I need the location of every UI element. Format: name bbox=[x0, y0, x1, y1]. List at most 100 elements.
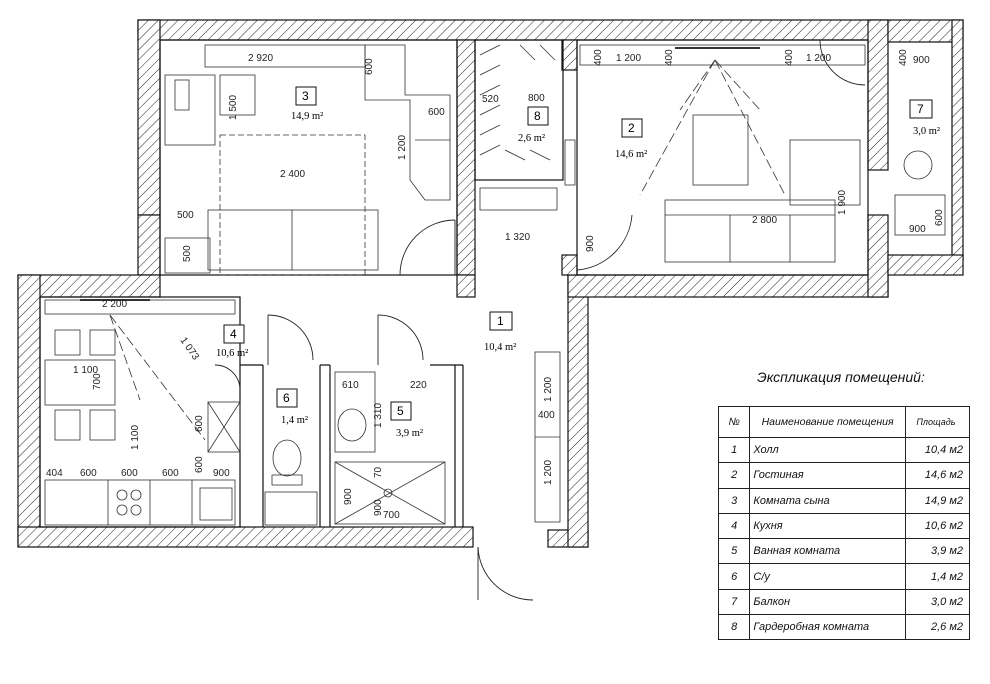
dim-label: 400 bbox=[784, 49, 795, 66]
dim-label: 1 200 bbox=[616, 53, 641, 64]
dim-label: 900 bbox=[213, 468, 230, 479]
row-name: Гостиная bbox=[749, 462, 906, 489]
dim-label: 520 bbox=[482, 94, 499, 105]
row-area: 1,4 м2 bbox=[904, 563, 971, 590]
dim-label: 900 bbox=[585, 235, 596, 252]
row-area: 14,6 м2 bbox=[904, 462, 971, 489]
dim-label: 1 200 bbox=[543, 460, 554, 485]
table-row: 7 Балкон 3,0 м2 bbox=[717, 588, 971, 616]
dim-label: 600 bbox=[194, 456, 205, 473]
row-area: 10,6 м2 bbox=[904, 512, 971, 540]
table-row: 5 Ванная комната 3,9 м2 bbox=[717, 538, 971, 565]
row-name: Балкон bbox=[749, 588, 906, 616]
dim-label: 900 bbox=[373, 499, 384, 516]
table-row: 1 Холл 10,4 м2 bbox=[717, 436, 971, 464]
table-row: 8 Гардеробная комната 2,6 м2 bbox=[717, 614, 971, 641]
dim-label: 600 bbox=[121, 468, 138, 479]
dim-label: 1 200 bbox=[543, 377, 554, 402]
room-number: 3 bbox=[302, 89, 309, 103]
dim-label: 1 073 bbox=[178, 335, 202, 362]
row-name: С/у bbox=[749, 563, 906, 590]
header-no: № bbox=[717, 406, 751, 438]
row-no: 1 bbox=[717, 436, 751, 464]
dim-label: 1 310 bbox=[373, 403, 384, 428]
dim-label: 600 bbox=[194, 415, 205, 432]
row-no: 4 bbox=[717, 512, 751, 540]
row-no: 5 bbox=[717, 538, 751, 565]
dim-label: 1 500 bbox=[228, 95, 239, 120]
dimension-labels: 2 920 600 1 500 600 1 200 2 400 500 500 … bbox=[46, 49, 945, 521]
table-header-row: № Наименование помещения Площадь bbox=[717, 406, 971, 438]
row-name: Гардеробная комната bbox=[749, 614, 906, 641]
row-name: Комната сына bbox=[749, 487, 906, 514]
dim-label: 2 400 bbox=[280, 169, 305, 180]
legend-title: Экспликация помещений: bbox=[757, 369, 925, 385]
dim-label: 500 bbox=[182, 245, 193, 262]
room-area: 1,4 m² bbox=[281, 415, 308, 426]
dim-label: 1 100 bbox=[73, 365, 98, 376]
room-labels: 1 10,4 m² 2 14,6 m² 3 14,9 m² 4 10,6 m² … bbox=[216, 86, 940, 439]
dim-label: 400 bbox=[664, 49, 675, 66]
room-schedule: № Наименование помещения Площадь 1 Холл … bbox=[717, 406, 971, 641]
furniture bbox=[44, 44, 946, 526]
dim-label: 1 200 bbox=[397, 135, 408, 160]
partitions bbox=[39, 39, 869, 528]
dim-label: 404 bbox=[46, 468, 63, 479]
table-row: 3 Комната сына 14,9 м2 bbox=[717, 487, 971, 514]
header-area: Площадь bbox=[904, 406, 971, 438]
dim-label: 70 bbox=[373, 466, 384, 478]
dim-label: 1 200 bbox=[806, 53, 831, 64]
room-number: 8 bbox=[534, 109, 541, 123]
dim-label: 500 bbox=[177, 210, 194, 221]
row-no: 2 bbox=[717, 462, 751, 489]
row-no: 8 bbox=[717, 614, 751, 641]
dim-label: 2 800 bbox=[752, 215, 777, 226]
dim-label: 600 bbox=[428, 107, 445, 118]
room-area: 10,6 m² bbox=[216, 348, 248, 359]
dim-label: 600 bbox=[162, 468, 179, 479]
row-no: 6 bbox=[717, 563, 751, 590]
room-number: 7 bbox=[917, 102, 924, 116]
room-number: 2 bbox=[628, 121, 635, 135]
room-area: 10,4 m² bbox=[484, 342, 516, 353]
row-name: Ванная комната bbox=[749, 538, 906, 565]
table-row: 4 Кухня 10,6 м2 bbox=[717, 512, 971, 540]
row-name: Кухня bbox=[749, 512, 906, 540]
dim-label: 400 bbox=[593, 49, 604, 66]
dim-label: 900 bbox=[343, 488, 354, 505]
row-area: 2,6 м2 bbox=[904, 614, 971, 641]
row-area: 10,4 м2 bbox=[904, 436, 971, 464]
row-area: 14,9 м2 bbox=[904, 487, 971, 514]
dim-label: 600 bbox=[80, 468, 97, 479]
row-no: 3 bbox=[717, 487, 751, 514]
dim-label: 900 bbox=[913, 55, 930, 66]
doors bbox=[214, 39, 866, 601]
dim-label: 2 920 bbox=[248, 53, 273, 64]
dim-label: 700 bbox=[383, 510, 400, 521]
dim-label: 1 900 bbox=[837, 190, 848, 215]
dim-label: 800 bbox=[528, 93, 545, 104]
row-no: 7 bbox=[717, 588, 751, 616]
room-area: 2,6 m² bbox=[518, 133, 545, 144]
room-number: 1 bbox=[497, 314, 504, 328]
room-number: 5 bbox=[397, 404, 404, 418]
room-area: 14,6 m² bbox=[615, 149, 647, 160]
dim-label: 400 bbox=[538, 410, 555, 421]
row-area: 3,9 м2 bbox=[904, 538, 971, 565]
table-row: 2 Гостиная 14,6 м2 bbox=[717, 462, 971, 489]
dim-label: 700 bbox=[92, 373, 103, 390]
room-area: 3,9 m² bbox=[396, 428, 423, 439]
row-name: Холл bbox=[749, 436, 906, 464]
room-number: 4 bbox=[230, 327, 237, 341]
walls bbox=[17, 19, 964, 548]
dim-label: 400 bbox=[898, 49, 909, 66]
dim-label: 220 bbox=[410, 380, 427, 391]
room-schedule-table: № Наименование помещения Площадь 1 Холл … bbox=[717, 406, 971, 641]
table-row: 6 С/у 1,4 м2 bbox=[717, 563, 971, 590]
room-number: 6 bbox=[283, 391, 290, 405]
room-area: 3,0 m² bbox=[913, 126, 940, 137]
row-area: 3,0 м2 bbox=[904, 588, 971, 616]
room-area: 14,9 m² bbox=[291, 111, 323, 122]
dim-label: 1 320 bbox=[505, 232, 530, 243]
